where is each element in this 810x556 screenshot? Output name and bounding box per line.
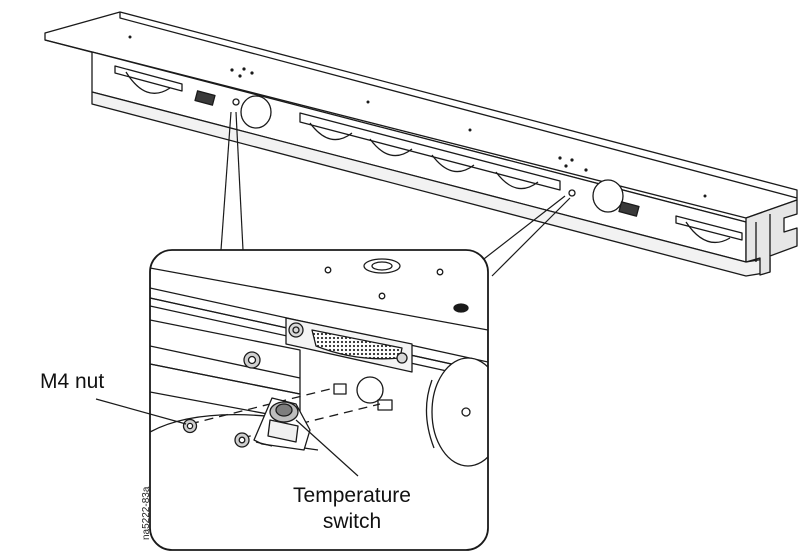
- detail-bracket-screw: [288, 322, 304, 338]
- label-m4-nut: M4 nut: [40, 370, 104, 393]
- detail-view: [149, 249, 489, 551]
- rail-top-edge: [119, 12, 798, 199]
- rail-end-channel: [755, 214, 771, 262]
- rail-top-holes: [128, 35, 707, 198]
- rail-assembly: [44, 11, 798, 277]
- right-handle-bar: [675, 215, 743, 241]
- right-handle-wheel: [685, 221, 731, 243]
- detail-rail: [150, 363, 301, 421]
- switch-leader-line: [295, 419, 359, 477]
- label-switch: switch: [323, 510, 381, 533]
- right-fan-disc: [592, 179, 624, 213]
- center-handle-bar: [299, 112, 561, 191]
- m4-nuts: [182, 418, 250, 448]
- label-temperature: Temperature: [293, 484, 411, 507]
- right-connector: [618, 201, 640, 217]
- left-switch-pin: [232, 98, 240, 106]
- detail-fan-disc: [431, 357, 488, 467]
- nut-leader-line: [95, 398, 187, 425]
- rail-end-profile: [745, 199, 798, 276]
- right-switch-pin: [568, 189, 576, 197]
- detail-stud-lower: [377, 399, 393, 411]
- left-fan-disc: [240, 95, 272, 129]
- temperature-switch: [253, 397, 319, 451]
- callout-leaders: [220, 111, 571, 277]
- label-leaders: [95, 398, 359, 477]
- figure-code: na5222-83a: [141, 486, 152, 540]
- detail-frame-border: [149, 249, 489, 551]
- center-wheels: [309, 122, 539, 190]
- left-connector: [194, 90, 216, 106]
- left-handle-wheel: [125, 71, 171, 94]
- left-handle-bar: [114, 65, 183, 92]
- detail-stud-upper: [333, 383, 347, 395]
- detail-round-port: [356, 376, 384, 404]
